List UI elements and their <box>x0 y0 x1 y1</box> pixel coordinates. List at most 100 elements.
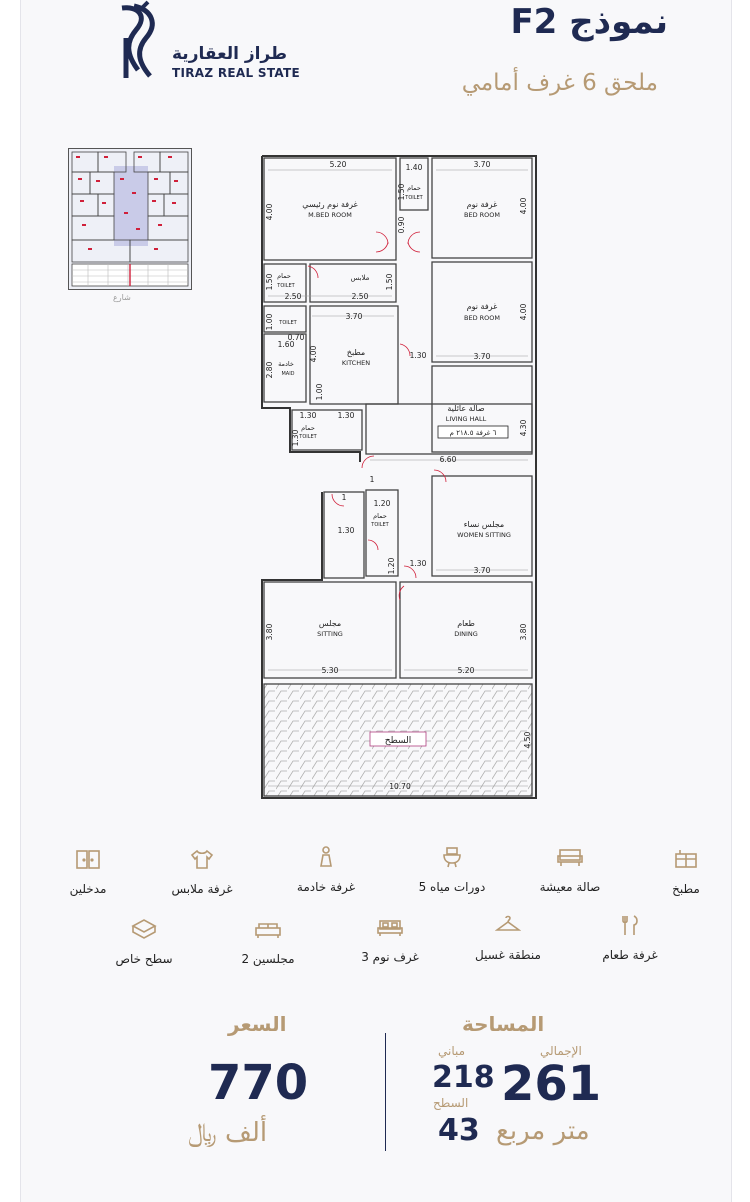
person-icon <box>320 846 332 867</box>
door-icon <box>76 850 100 869</box>
room-name: KITCHEN <box>342 359 370 367</box>
room-name: TOILET <box>278 320 297 326</box>
room-name: حمام <box>373 512 387 520</box>
dim-label: 5.20 <box>458 666 475 675</box>
dim-label: 1.30 <box>291 429 300 446</box>
dim-label: 1.50 <box>397 183 406 200</box>
dim-label: 1.30 <box>410 559 427 568</box>
dim-label: 1.30 <box>410 351 427 360</box>
amenity-bedrooms: 3 غرف نوم <box>330 916 450 965</box>
dim-label: 2.50 <box>352 292 369 301</box>
amenity-dining: غرفة طعام <box>570 914 690 963</box>
amenity-label: مطبخ <box>672 882 700 896</box>
room-name: BED ROOM <box>464 211 500 219</box>
dim-label: 1 <box>370 475 375 484</box>
dim-label: 1.00 <box>265 313 274 330</box>
dim-label: 1.50 <box>385 273 394 290</box>
model-title: نموذج F2 <box>510 2 668 42</box>
price-title: السعر <box>228 1012 287 1036</box>
sofa-icon <box>557 849 583 866</box>
room-name: TOILET <box>298 434 317 440</box>
dim-label: 2.50 <box>285 292 302 301</box>
built-area-label: مباني <box>438 1044 466 1058</box>
amenity-roof: سطح خاص <box>84 918 204 967</box>
dim-label: 3.70 <box>474 160 491 169</box>
key-plan-thumbnail <box>68 148 192 290</box>
dim-label: 4.50 <box>523 731 532 748</box>
logo-arabic-text: طراز العقارية <box>172 44 288 64</box>
amenity-toilets: 5 دورات مياه <box>392 846 512 895</box>
dim-label: 1.20 <box>387 557 396 574</box>
dim-label: 3.80 <box>519 623 528 640</box>
street-label: شارع <box>113 293 131 302</box>
dim-label: 1 <box>342 493 347 502</box>
model-subtitle: ملحق 6 غرف أمامي <box>461 70 658 96</box>
dim-label: 5.30 <box>322 666 339 675</box>
dim-label: 6.60 <box>440 455 457 464</box>
amenity-closet: غرفة ملابس <box>142 848 262 897</box>
room-name: DINING <box>454 630 478 638</box>
room-name: مجلس <box>319 619 341 628</box>
price-value: 770 <box>208 1055 309 1111</box>
amenity-label: مدخلين <box>69 882 107 896</box>
room-name: مطبخ <box>347 348 365 357</box>
kitchen-icon <box>675 850 697 868</box>
roof-label: السطح <box>385 736 411 746</box>
living-area-note: ٦ غرفة ٢١٨.٥ م <box>450 429 497 437</box>
hanger-icon <box>495 915 521 931</box>
area-unit: متر مربع <box>496 1116 590 1146</box>
amenity-entrances: مدخلين <box>28 848 148 897</box>
room-name: ملابس <box>351 274 370 282</box>
dim-label: 4.00 <box>519 197 528 214</box>
dim-label: 1.30 <box>300 411 317 420</box>
dim-label: 1.00 <box>315 383 324 400</box>
dim-label: 4.30 <box>519 419 528 436</box>
room-name: TOILET <box>370 522 389 528</box>
room-name: SITTING <box>317 630 343 638</box>
room-name: MAID <box>281 371 294 377</box>
dim-label: 2.80 <box>265 361 274 378</box>
dim-label: 5.20 <box>330 160 347 169</box>
room-name: صالة عائلية <box>447 404 484 413</box>
box-icon <box>131 919 157 939</box>
room-name: طعام <box>457 619 475 628</box>
room-name: حمام <box>277 272 291 280</box>
dim-label: 3.70 <box>346 312 363 321</box>
amenity-label: غرفة خادمة <box>296 880 356 894</box>
dim-label: 4.00 <box>309 345 318 362</box>
dim-label: 1.40 <box>406 163 423 172</box>
dim-label: 3.70 <box>474 566 491 575</box>
amenity-label: 2 مجلسين <box>241 952 295 966</box>
dim-label: 1.30 <box>338 411 355 420</box>
dim-label: 3.80 <box>265 623 274 640</box>
amenity-kitchen: مطبخ <box>626 848 746 897</box>
dim-label: 1.30 <box>338 526 355 535</box>
price-unit: ألف ﷼ <box>188 1118 268 1148</box>
built-area-value: 218 <box>432 1060 495 1095</box>
room-name: حمام <box>301 424 315 432</box>
amenity-label: غرفة طعام <box>602 948 658 962</box>
room-name: WOMEN SITTING <box>457 531 511 539</box>
amenity-laundry: منطقة غسيل <box>448 914 568 963</box>
toilet-icon <box>443 847 461 868</box>
couch-icon <box>255 923 281 938</box>
room-name: غرفة نوم <box>467 302 498 311</box>
dim-label: 1.50 <box>265 273 274 290</box>
dim-label: 0.90 <box>397 216 406 233</box>
amenity-label: 5 دورات مياه <box>418 880 486 894</box>
room-name: M.BED ROOM <box>308 211 352 219</box>
amenity-label: صالة معيشة <box>539 880 601 894</box>
shirt-icon <box>190 849 214 869</box>
amenity-label: سطح خاص <box>115 952 173 966</box>
bed-icon <box>377 920 403 936</box>
logo-mark-icon <box>121 0 155 78</box>
room-name: مجلس نساء <box>464 520 504 529</box>
room-name: BED ROOM <box>464 314 500 322</box>
total-area-label: الإجمالي <box>540 1044 582 1058</box>
room-name: حمام <box>407 184 421 192</box>
room-name: غرفة نوم <box>467 200 498 209</box>
total-area-value: 261 <box>501 1056 602 1112</box>
roof-area-label: السطح <box>433 1096 469 1110</box>
amenity-label: منطقة غسيل <box>475 948 541 962</box>
amenity-majlis: 2 مجلسين <box>208 918 328 967</box>
